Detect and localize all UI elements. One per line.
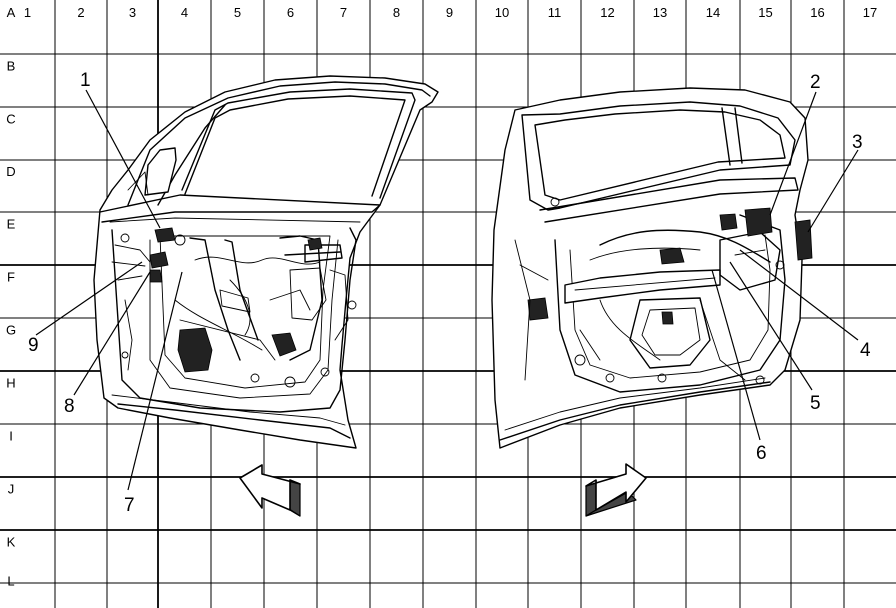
grid-column-label: 4 — [181, 5, 188, 20]
grid-column-label: 9 — [446, 5, 453, 20]
callout-4: 4 — [860, 340, 871, 361]
grid-column-label: 5 — [234, 5, 241, 20]
grid-column-label: 13 — [653, 5, 667, 20]
grid-column-label: 17 — [863, 5, 877, 20]
grid-column-label: 8 — [393, 5, 400, 20]
left-door-window-frame — [127, 81, 431, 206]
grid-row-label: B — [7, 59, 16, 74]
grid-row-label: G — [6, 323, 16, 338]
grid-row-label: E — [7, 217, 16, 232]
grid-column-label: 3 — [129, 5, 136, 20]
left-mirror — [144, 147, 177, 196]
callout-7: 7 — [124, 495, 135, 516]
grid-row-label: A — [7, 5, 16, 20]
grid-column-label: 14 — [706, 5, 720, 20]
grid-row-label: J — [8, 482, 15, 497]
right-door-connector — [794, 219, 813, 261]
grid-column-label: 2 — [77, 5, 84, 20]
grid-column-label: 12 — [600, 5, 614, 20]
left-front-arrow-icon — [239, 464, 301, 517]
grid-column-label: 15 — [758, 5, 772, 20]
right-door-lock-actuator — [744, 207, 773, 237]
grid-row-label: L — [7, 574, 14, 589]
grid-column-label: 10 — [495, 5, 509, 20]
grid-column-label: 11 — [548, 5, 562, 20]
callout-labels: 1 2 3 4 5 6 7 8 9 — [28, 70, 871, 516]
callout-6: 6 — [756, 443, 767, 464]
left-window-motor — [177, 327, 213, 373]
grid-row-label: I — [9, 429, 13, 444]
callout-3: 3 — [852, 132, 863, 153]
callout-leader-lines — [35, 89, 859, 491]
grid-column-label: 6 — [287, 5, 294, 20]
grid-column-label: 7 — [340, 5, 347, 20]
grid-row-label: K — [7, 535, 16, 550]
grid-column-label: 16 — [810, 5, 824, 20]
grid-column-label: 1 — [24, 5, 31, 20]
callout-1: 1 — [80, 70, 91, 91]
callout-8: 8 — [64, 396, 75, 417]
left-door-outer-shell — [93, 75, 439, 449]
left-door-illustration — [93, 75, 439, 449]
grid-row-label: F — [7, 270, 15, 285]
right-door-outer-shell — [491, 87, 809, 449]
callout-9: 9 — [28, 335, 39, 356]
grid-row-label: C — [6, 112, 15, 127]
callout-5: 5 — [810, 393, 821, 414]
callout-2: 2 — [810, 72, 821, 93]
grid-row-label: H — [6, 376, 15, 391]
grid-row-label: D — [6, 164, 15, 179]
right-door-window-frame — [521, 101, 796, 211]
right-door-illustration — [491, 87, 813, 449]
right-door-armrest — [564, 269, 721, 304]
grid-row-labels: A B C D E F G H I J K L — [6, 5, 16, 589]
right-front-arrow-icon — [585, 463, 647, 517]
